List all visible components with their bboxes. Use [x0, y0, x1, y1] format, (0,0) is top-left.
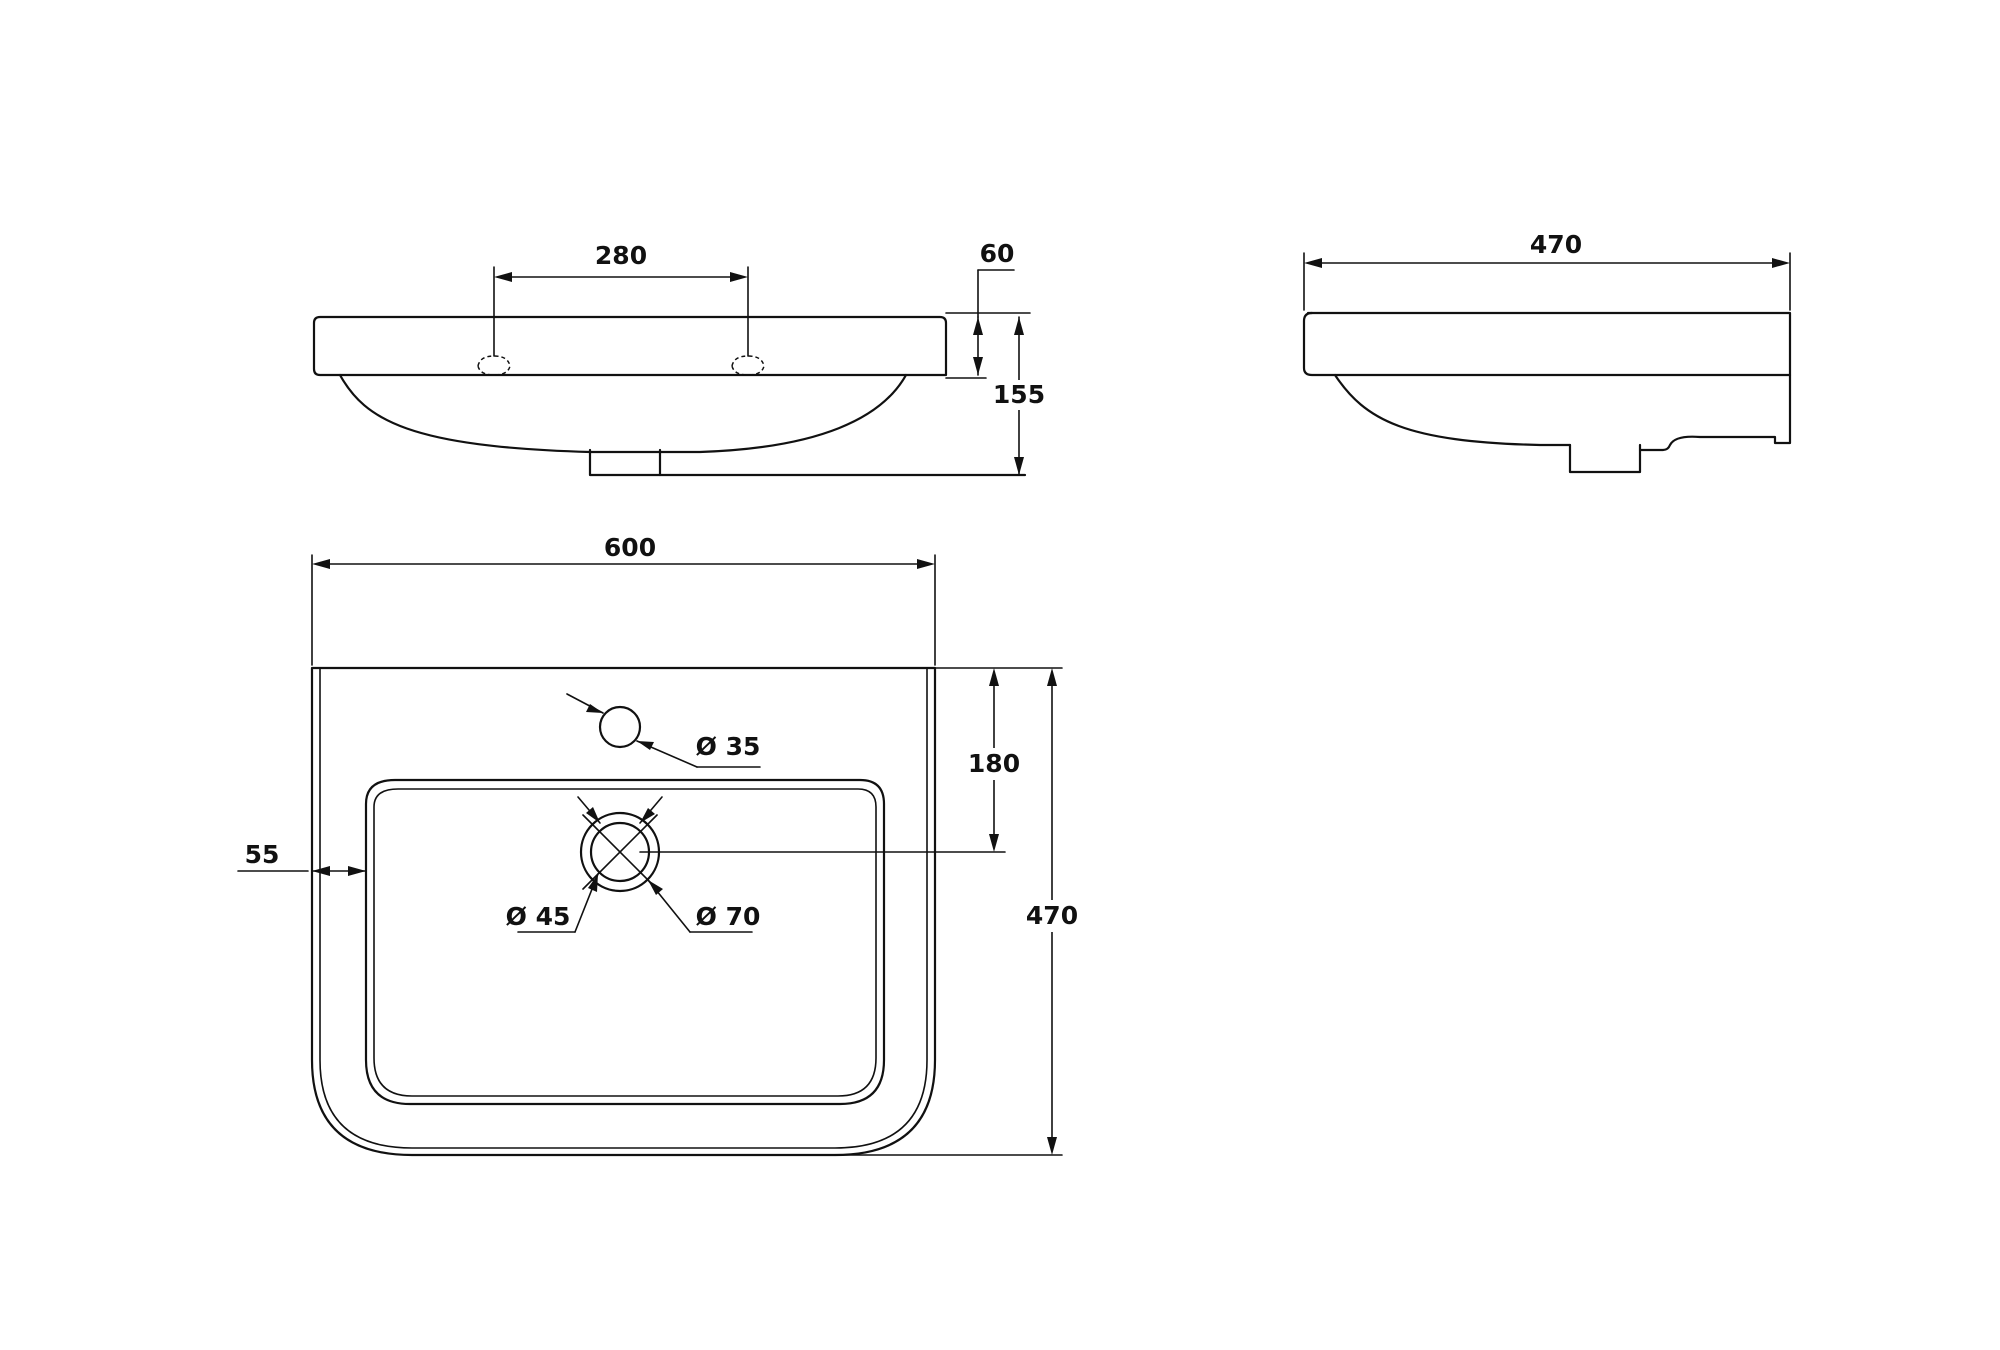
- dim-plan-width: 600: [604, 533, 656, 562]
- dim-side-rim: 55: [245, 840, 280, 869]
- dim-tap-hole-diameter: Ø 35: [696, 732, 761, 761]
- dim-rim-thickness: 60: [980, 239, 1015, 268]
- dim-drain-inner-diameter: Ø 45: [506, 902, 571, 931]
- dim-drain-outer-diameter: Ø 70: [696, 902, 761, 931]
- dim-total-height: 155: [993, 380, 1045, 409]
- side-view: 470: [1302, 230, 1792, 474]
- dim-tap-to-drain: 180: [968, 749, 1020, 778]
- dim-side-depth: 470: [1530, 230, 1582, 259]
- dim-plan-depth: 470: [1026, 901, 1078, 930]
- plan-view: 600 470 180 55 Ø 35 Ø 45: [237, 533, 1080, 1157]
- dim-tap-hole-spacing: 280: [595, 241, 647, 270]
- front-view: 280 60 155: [312, 239, 1046, 477]
